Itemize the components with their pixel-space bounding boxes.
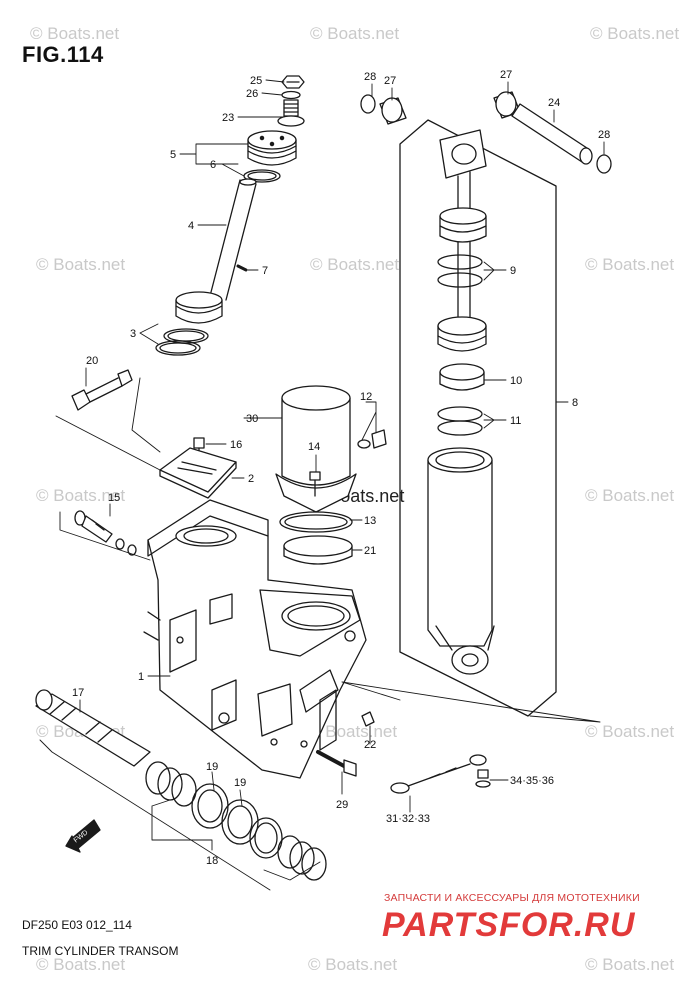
watermark: © Boats.net — [36, 486, 126, 505]
callout-17: 17 — [72, 687, 84, 699]
callout-4: 4 — [188, 220, 194, 232]
watermark: © Boats.net — [590, 24, 680, 43]
valve-15 — [74, 510, 137, 556]
o-ring-28-right — [596, 154, 612, 174]
seal-ring-set-18 — [145, 761, 327, 881]
piston-ring-set — [175, 291, 223, 324]
bolt-22 — [361, 711, 375, 727]
pin-24 — [511, 103, 593, 165]
piston-rod — [439, 129, 487, 331]
callout-18: 18 — [206, 855, 218, 867]
callout-26: 26 — [246, 88, 258, 100]
watermark: © Boats.net — [310, 255, 400, 274]
o-ring-13 — [279, 511, 353, 533]
plug-12 — [357, 429, 387, 449]
callout-5: 5 — [170, 149, 176, 161]
callout-14: 14 — [308, 441, 320, 453]
pin-7 — [236, 264, 248, 272]
callout-1: 1 — [138, 671, 144, 683]
watermark: © Boats.net — [36, 955, 126, 974]
figure-caption: TRIM CYLINDER TRANSOM — [22, 944, 179, 958]
bushing-27-left — [379, 97, 407, 125]
leader-lines — [79, 79, 605, 881]
callout-11: 11 — [510, 415, 521, 427]
watermark: © Boats.net — [308, 722, 398, 741]
callout-10: 10 — [510, 375, 522, 387]
callout-27b: 27 — [500, 69, 512, 81]
piston — [437, 316, 487, 352]
bolt-25 — [281, 75, 305, 89]
o-rings-3 — [155, 328, 209, 356]
shop-logo: PARTSFOR.RU — [382, 906, 636, 944]
bushing-17 — [35, 689, 151, 767]
bushing-27-right — [493, 91, 521, 119]
cylinder-tube-4 — [209, 178, 257, 301]
callout-13: 13 — [364, 515, 376, 527]
callout-9: 9 — [510, 265, 516, 277]
figure-title: FIG.114 — [22, 42, 104, 67]
callout-labels: 25 26 23 5 6 4 7 3 20 16 2 15 30 14 12 1… — [72, 69, 610, 867]
watermark: © Boats.net — [585, 955, 675, 974]
callout-27a: 27 — [384, 75, 396, 87]
watermark: © Boats.net — [36, 255, 126, 274]
callout-15: 15 — [108, 492, 120, 504]
callout-23: 23 — [222, 112, 234, 124]
reservoir-30 — [275, 385, 357, 513]
callout-6: 6 — [210, 159, 216, 171]
callout-34-35-36: 34·35·36 — [510, 775, 554, 787]
o-rings-9 — [437, 254, 483, 288]
callout-19a: 19 — [206, 761, 218, 773]
bolt-34 — [475, 769, 491, 788]
ground-wire-31 — [390, 754, 487, 794]
housing-1 — [143, 499, 367, 779]
callout-31-32-33: 31·32·33 — [386, 813, 430, 825]
model-code: DF250 E03 012_114 — [22, 918, 132, 932]
callout-16: 16 — [230, 439, 242, 451]
watermark: © Boats.net — [30, 24, 120, 43]
watermark: © Boats.net — [585, 486, 675, 505]
callout-22: 22 — [364, 739, 376, 751]
filter-21 — [283, 535, 353, 565]
callout-29: 29 — [336, 799, 348, 811]
callout-3: 3 — [130, 328, 136, 340]
seal-10 — [439, 363, 485, 391]
valve-23 — [277, 99, 305, 127]
callout-24: 24 — [548, 97, 560, 109]
callout-7: 7 — [262, 265, 268, 277]
callout-19b: 19 — [234, 777, 246, 789]
bolt-20 — [71, 369, 133, 411]
plate-2 — [159, 447, 237, 499]
watermark: © Boats.net — [585, 722, 675, 741]
washer-26 — [281, 90, 301, 100]
callout-25: 25 — [250, 75, 262, 87]
o-rings-11 — [437, 406, 483, 436]
screw-14 — [309, 471, 321, 497]
callout-12: 12 — [360, 391, 372, 403]
o-ring-28-left — [360, 94, 376, 114]
fwd-arrow-icon: FWD — [65, 819, 101, 853]
callout-20: 20 — [86, 355, 98, 367]
callout-8: 8 — [572, 397, 578, 409]
callout-21: 21 — [364, 545, 376, 557]
watermark: © Boats.net — [585, 255, 675, 274]
callout-28b: 28 — [598, 129, 610, 141]
bolt-29 — [316, 750, 357, 777]
cylinder-body — [427, 447, 495, 675]
cylinder-cap-5 — [247, 130, 297, 166]
cylinder-assembly-frame — [399, 119, 557, 717]
callout-28a: 28 — [364, 71, 376, 83]
group-lines — [39, 377, 271, 891]
watermark: © Boats.net — [310, 24, 400, 43]
callout-30: 30 — [246, 413, 258, 425]
shop-tagline: ЗАПЧАСТИ И АКСЕССУАРЫ ДЛЯ МОТОТЕХНИКИ — [384, 892, 640, 904]
callout-2: 2 — [248, 473, 254, 485]
watermark: © Boats.net — [308, 955, 398, 974]
